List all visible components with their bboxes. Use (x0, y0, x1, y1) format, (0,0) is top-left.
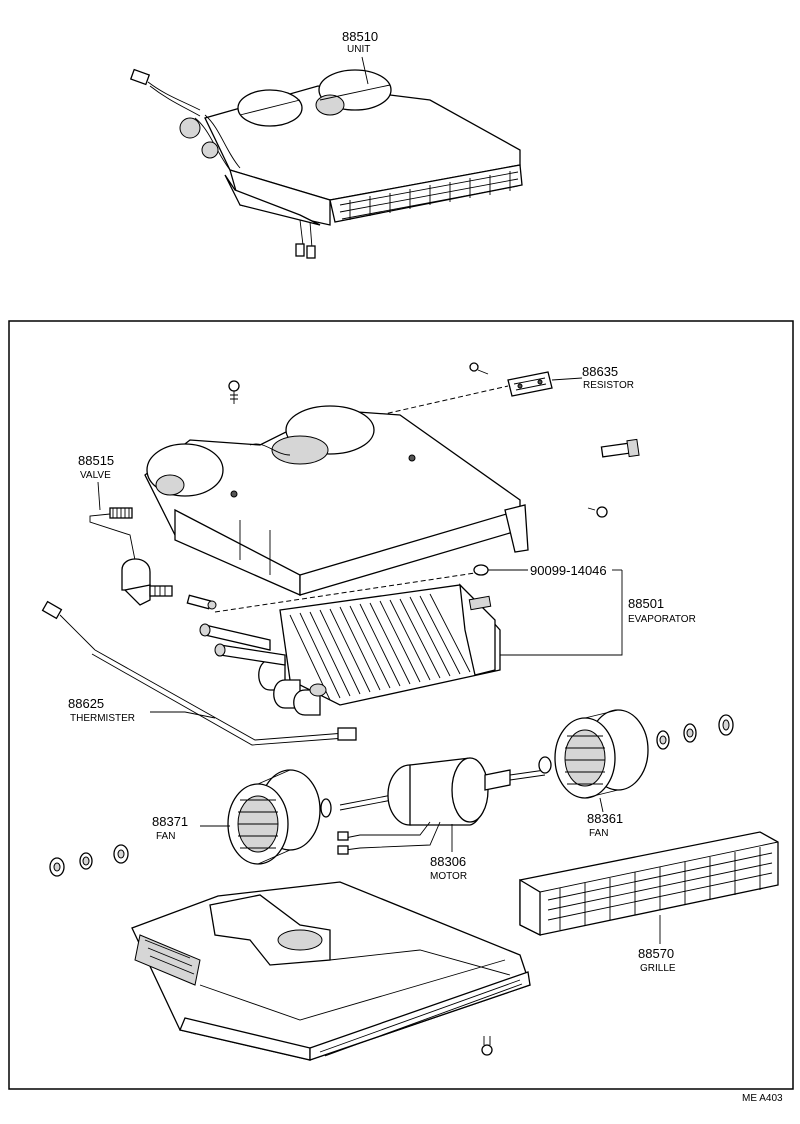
exploded-view-frame (8, 320, 794, 1090)
washer-set-right (656, 714, 734, 750)
leader-valve (97, 481, 101, 511)
resistor-part (507, 371, 553, 397)
part-number-valve: 88515 (78, 453, 114, 468)
screw-top-center (469, 362, 489, 375)
part-number-evaporator: 88501 (628, 596, 664, 611)
leader-thermister (150, 711, 216, 719)
part-number-thermister: 88625 (68, 696, 104, 711)
part-name-fan-left: FAN (156, 831, 175, 842)
fan-left-part (227, 769, 321, 865)
lower-case-part (131, 881, 531, 1061)
resistor-guide-line (379, 385, 509, 416)
part-name-thermister: THERMISTER (70, 713, 135, 724)
part-name-resistor: RESISTOR (583, 380, 634, 391)
bolt-right (600, 438, 640, 458)
part-number-grille: 88570 (638, 946, 674, 961)
grille-part (519, 831, 779, 937)
leader-resistor (551, 377, 583, 381)
unit-assembly-illustration (129, 68, 523, 259)
part-number-fan-right: 88361 (587, 811, 623, 826)
evaporator-bracket (500, 570, 623, 656)
screw-top-left (228, 380, 240, 404)
part-name-fan-right: FAN (589, 828, 608, 839)
screw-right (587, 506, 608, 518)
evaporator-part (199, 583, 501, 716)
part-number-resistor: 88635 (582, 364, 618, 379)
part-name-motor: MOTOR (430, 871, 467, 882)
part-name-grille: GRILLE (640, 963, 676, 974)
leader-fan-right (599, 797, 604, 813)
motor-part (337, 757, 546, 855)
washer-part (473, 564, 489, 576)
diagram-code: ME A403 (742, 1093, 783, 1104)
unit-grille-slots (339, 171, 519, 220)
part-name-valve: VALVE (80, 470, 111, 481)
valve-part (89, 507, 173, 606)
fitting-part (186, 594, 217, 610)
part-number-motor: 88306 (430, 854, 466, 869)
motor-washer (538, 756, 552, 774)
part-number-fan-left: 88371 (152, 814, 188, 829)
fan-right-part (554, 709, 649, 799)
thermister-part (41, 600, 357, 746)
part-number-washer: 90099-14046 (530, 563, 607, 578)
part-name-evaporator: EVAPORATOR (628, 614, 696, 625)
part-name-unit: UNIT (347, 44, 370, 55)
fan-left-washer (320, 798, 332, 818)
leader-unit (361, 56, 369, 85)
part-number-unit: 88510 (342, 29, 378, 44)
screw-bottom (481, 1036, 493, 1056)
upper-case-part (144, 405, 529, 596)
evaporator-guide-line (214, 572, 476, 613)
washer-set-left (49, 844, 129, 877)
